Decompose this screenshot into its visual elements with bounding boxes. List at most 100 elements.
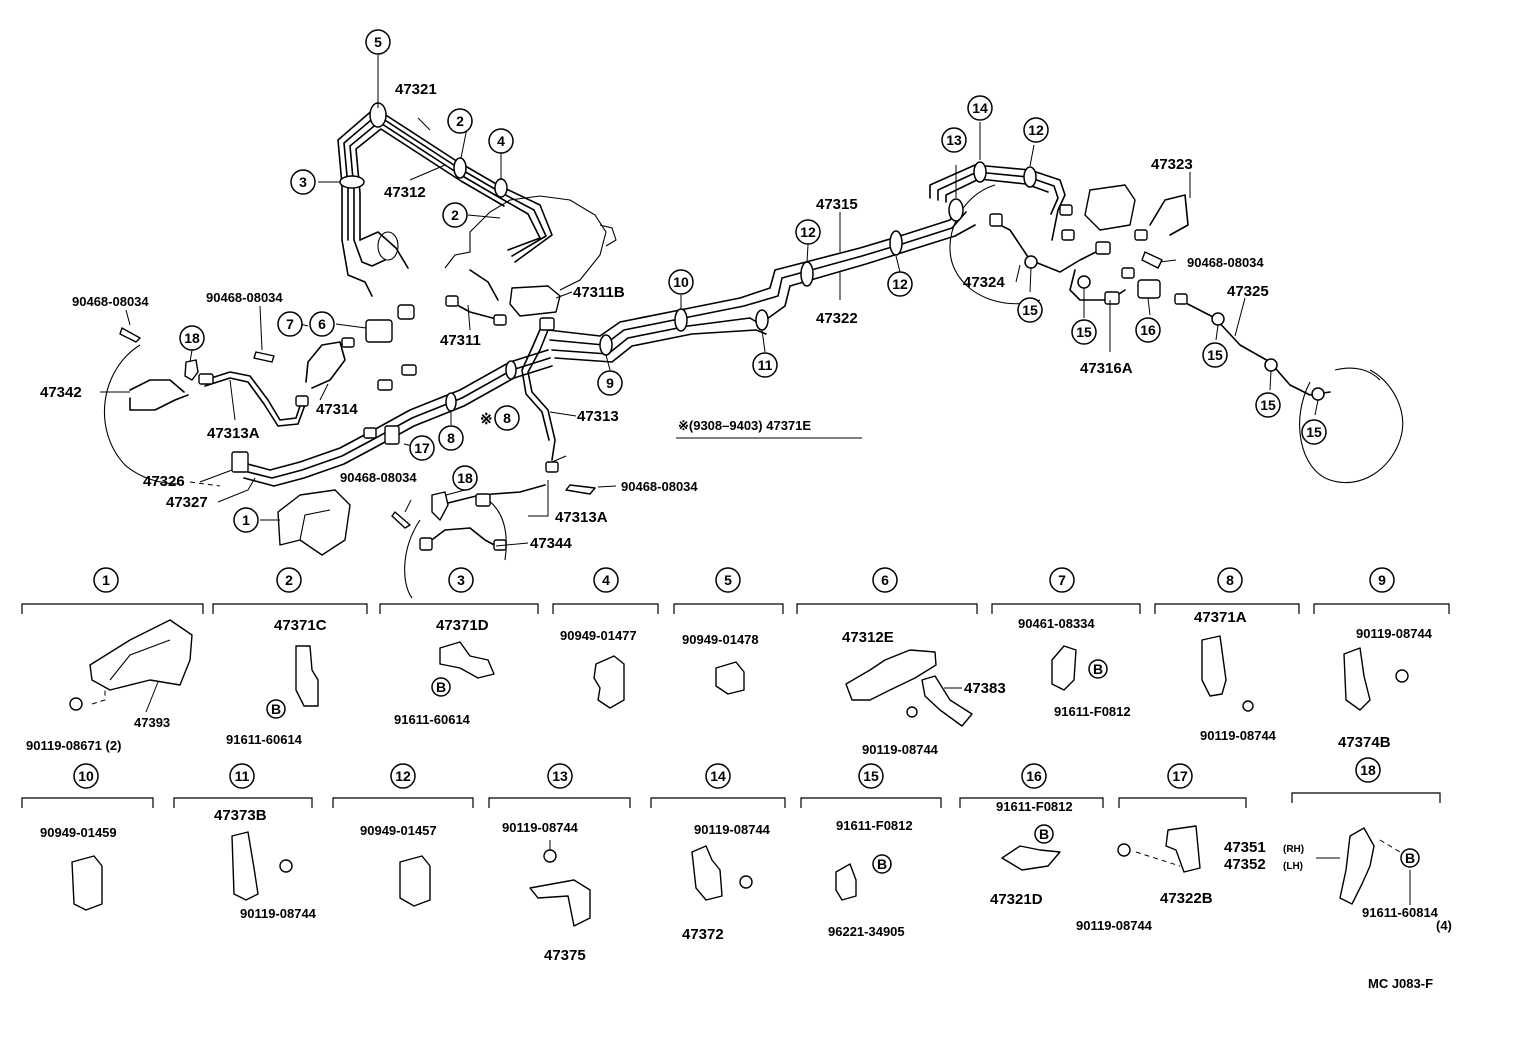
label-90468-08034: 90468-08034 <box>340 470 417 485</box>
label-47313: 47313 <box>577 408 619 425</box>
label-47322: 47322 <box>816 310 858 327</box>
svg-text:2: 2 <box>451 207 459 223</box>
detail-panels-row1: 1 47393 90119-08671 (2) 2 47371C B 91611… <box>21 567 1450 757</box>
label-90468-08034: 90468-08034 <box>621 479 698 494</box>
svg-text:15: 15 <box>1260 397 1276 413</box>
callouts: 5 2 4 3 2 7 6 18 10 9 11 8 8 17 18 1 12 … <box>179 29 1327 533</box>
svg-text:2: 2 <box>456 113 464 129</box>
svg-text:6: 6 <box>881 572 889 588</box>
callout-15: 15 <box>1301 419 1327 445</box>
svg-text:B: B <box>1405 850 1415 866</box>
callout-17: 17 <box>409 435 435 461</box>
callout-1: 1 <box>233 507 259 533</box>
detail-panel-18: 18 47351 (RH) 47352 (LH) B 91611-60814 (… <box>1224 757 1452 933</box>
label-47312: 47312 <box>384 184 426 201</box>
clip-icon <box>565 484 596 495</box>
callout-6: 6 <box>309 311 335 337</box>
brake-tube-assembly <box>100 55 1404 599</box>
svg-text:3: 3 <box>457 572 465 588</box>
label-47316A: 47316A <box>1080 360 1133 377</box>
label-47326: 47326 <box>143 473 185 490</box>
detail-panel-8: 8 47371A 90119-08744 <box>1154 567 1300 743</box>
svg-text:16: 16 <box>1026 768 1042 784</box>
callout-12: 12 <box>887 271 913 297</box>
svg-text:B: B <box>1093 661 1103 677</box>
svg-text:12: 12 <box>892 276 908 292</box>
callout-9: 9 <box>597 370 623 396</box>
callout-10: 10 <box>668 269 694 295</box>
label-47311B: 47311B <box>573 284 625 301</box>
callout-7: 7 <box>277 311 303 337</box>
label-47325: 47325 <box>1227 283 1269 300</box>
svg-text:15: 15 <box>1076 324 1092 340</box>
svg-text:1: 1 <box>102 572 110 588</box>
svg-text:90119-08744: 90119-08744 <box>694 822 771 837</box>
svg-text:11: 11 <box>235 768 250 784</box>
svg-text:47375: 47375 <box>544 947 586 964</box>
label-90468-08034: 90468-08034 <box>1187 255 1264 270</box>
detail-panel-5: 5 90949-01478 <box>673 567 784 695</box>
detail-panel-14: 14 90119-08744 47372 <box>650 763 786 943</box>
svg-text:90949-01478: 90949-01478 <box>682 632 759 647</box>
star-mark: ※ <box>480 411 493 428</box>
svg-text:91611-F0812: 91611-F0812 <box>1054 704 1131 719</box>
label-47313A: 47313A <box>207 425 260 442</box>
svg-text:47393: 47393 <box>134 715 170 730</box>
svg-text:1: 1 <box>242 512 250 528</box>
callout-12: 12 <box>1023 117 1049 143</box>
clip-icon <box>1141 251 1163 269</box>
svg-text:90119-08744: 90119-08744 <box>240 906 317 921</box>
main-labels: 47321 47312 47311B 47311 90468-08034 904… <box>40 81 1269 552</box>
svg-text:(4): (4) <box>1436 918 1452 933</box>
svg-text:90949-01477: 90949-01477 <box>560 628 637 643</box>
detail-panel-17: 17 47322B 90119-08744 <box>1076 763 1247 933</box>
svg-text:17: 17 <box>414 440 430 456</box>
detail-panel-10: 10 90949-01459 <box>21 763 154 911</box>
svg-text:7: 7 <box>286 316 294 332</box>
label-47344: 47344 <box>530 535 572 552</box>
callout-5: 5 <box>365 29 391 55</box>
svg-text:47374B: 47374B <box>1338 734 1391 751</box>
svg-text:2: 2 <box>285 572 293 588</box>
detail-panel-11: 11 47373B 90119-08744 <box>173 763 317 921</box>
detail-panel-16: 16 91611-F0812 B 47321D <box>959 763 1104 908</box>
label-47321: 47321 <box>395 81 437 98</box>
svg-text:(RH): (RH) <box>1283 844 1304 855</box>
detail-panel-7: 7 90461-08334 B 91611-F0812 <box>991 567 1141 719</box>
svg-text:47321D: 47321D <box>990 891 1043 908</box>
svg-text:47322B: 47322B <box>1160 890 1213 907</box>
svg-text:47312E: 47312E <box>842 629 894 646</box>
detail-panel-15: 15 91611-F0812 B 96221-34905 <box>800 763 942 939</box>
svg-text:6: 6 <box>318 316 326 332</box>
svg-text:90119-08671 (2): 90119-08671 (2) <box>26 738 121 753</box>
clip-icon <box>391 511 411 529</box>
svg-text:B: B <box>877 856 887 872</box>
callout-16: 16 <box>1135 317 1161 343</box>
svg-text:18: 18 <box>184 330 200 346</box>
callout-2: 2 <box>442 202 468 228</box>
svg-text:91611-60614: 91611-60614 <box>226 732 303 747</box>
svg-text:90119-08744: 90119-08744 <box>1076 918 1153 933</box>
callout-15: 15 <box>1071 319 1097 345</box>
callout-8: 8 <box>438 425 464 451</box>
svg-text:96221-34905: 96221-34905 <box>828 924 905 939</box>
svg-text:8: 8 <box>503 410 511 426</box>
svg-text:47371A: 47371A <box>1194 609 1247 626</box>
svg-text:8: 8 <box>447 430 455 446</box>
svg-text:12: 12 <box>395 768 411 784</box>
note-9308-9403: ※(9308–9403) 47371E <box>678 418 811 433</box>
label-47314: 47314 <box>316 401 358 418</box>
svg-text:5: 5 <box>724 572 732 588</box>
callout-15: 15 <box>1202 342 1228 368</box>
svg-text:47372: 47372 <box>682 926 724 943</box>
svg-text:8: 8 <box>1226 572 1234 588</box>
detail-panel-13: 13 90119-08744 47375 <box>488 763 631 964</box>
svg-text:90119-08744: 90119-08744 <box>502 820 579 835</box>
svg-text:91611-60814: 91611-60814 <box>1362 905 1439 920</box>
callout-18: 18 <box>452 465 478 491</box>
svg-text:4: 4 <box>602 572 610 588</box>
callout-13: 13 <box>941 127 967 153</box>
svg-text:47371C: 47371C <box>274 617 327 634</box>
detail-panel-6: 6 47312E 47383 90119-08744 <box>796 567 1006 757</box>
